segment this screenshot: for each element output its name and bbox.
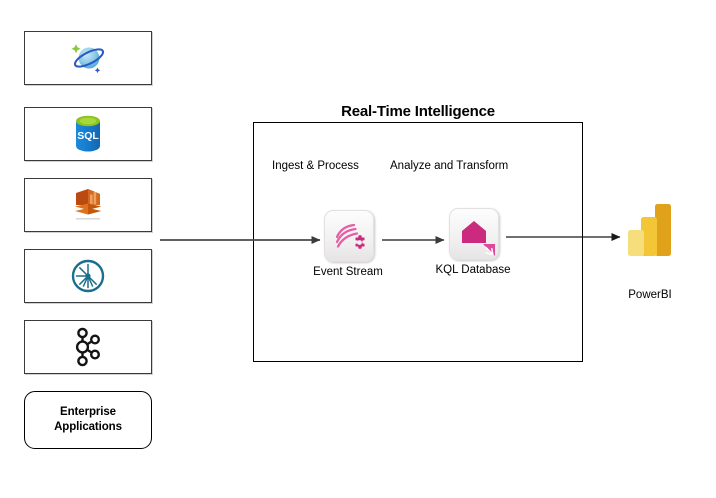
kql-arrow-badge — [483, 244, 495, 256]
teradata-icon-svg — [71, 259, 105, 293]
node-event-stream[interactable]: Event Stream — [313, 210, 383, 278]
stage-caption-analyze: Analyze and Transform — [390, 160, 509, 172]
aws-redshift-icon — [65, 183, 111, 227]
node-label-kql-database: KQL Database — [435, 264, 511, 276]
azure-cosmos-db-icon-svg — [71, 44, 105, 74]
event-stream-tile — [324, 210, 374, 262]
source-box-redshift[interactable] — [24, 178, 152, 232]
source-box-sql-database[interactable]: SQL — [24, 107, 152, 161]
azure-cosmos-db-icon — [65, 36, 111, 80]
aws-redshift-icon-svg — [75, 189, 101, 220]
node-kql-database[interactable]: KQL Database — [435, 208, 511, 276]
apache-kafka-icon-svg — [75, 327, 101, 367]
power-bi-icon[interactable] — [625, 202, 675, 262]
page-title: Real-Time Intelligence — [341, 103, 495, 120]
kql-database-icon — [462, 221, 495, 256]
teradata-icon — [65, 254, 111, 298]
power-bi-icon-svg — [628, 204, 671, 256]
event-stream-icon — [335, 223, 365, 249]
source-box-cosmos-db[interactable] — [24, 31, 152, 85]
source-box-kafka[interactable] — [24, 320, 152, 374]
kql-database-tile — [449, 208, 499, 260]
node-label-power-bi: PowerBI — [628, 289, 672, 301]
apache-kafka-icon — [65, 325, 111, 369]
svg-text:SQL: SQL — [77, 130, 99, 142]
azure-sql-database-icon: SQL — [65, 112, 111, 156]
azure-sql-database-icon-svg: SQL — [76, 115, 100, 152]
enterprise-line-1: Enterprise — [60, 406, 116, 418]
enterprise-line-2: Applications — [54, 421, 122, 433]
node-label-event-stream: Event Stream — [313, 266, 383, 278]
source-box-teradata[interactable] — [24, 249, 152, 303]
stage-caption-ingest: Ingest & Process — [272, 160, 359, 172]
real-time-intelligence-panel — [253, 122, 583, 362]
